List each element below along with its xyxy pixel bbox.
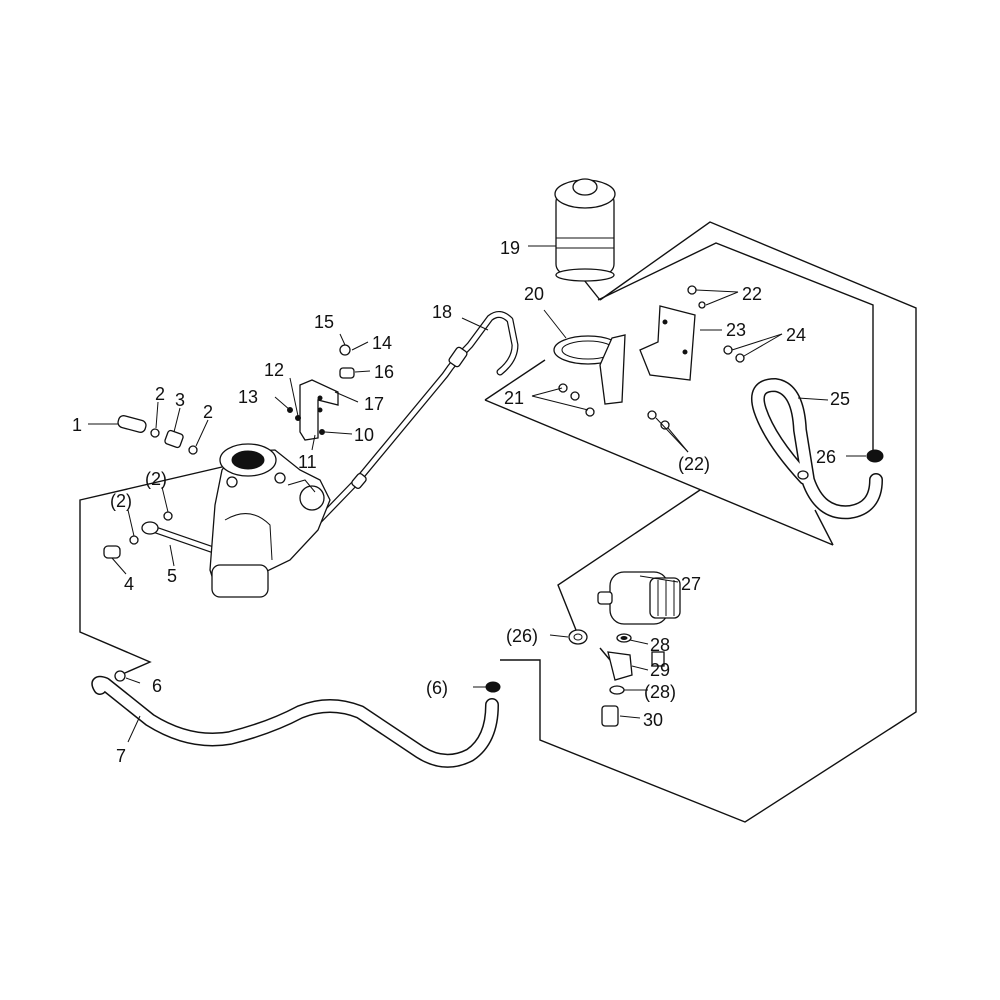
bracket-17 <box>287 344 355 441</box>
label-12: 12 <box>264 360 284 380</box>
label-21: 21 <box>504 388 524 408</box>
clamp-6b-icon <box>485 681 501 693</box>
steering-gear-box <box>209 443 331 598</box>
label-2a: 2 <box>155 384 165 404</box>
label-7: 7 <box>116 746 126 766</box>
mount-bracket-23 <box>639 285 745 430</box>
steering-pump-27 <box>597 571 681 625</box>
reservoir-holder-20 <box>553 334 626 417</box>
label-25: 25 <box>830 389 850 409</box>
label-16: 16 <box>374 362 394 382</box>
label-20: 20 <box>524 284 544 304</box>
label-6: 6 <box>152 676 162 696</box>
label-24: 24 <box>786 325 806 345</box>
label-17: 17 <box>364 394 384 414</box>
label-3: 3 <box>175 390 185 410</box>
routing-lines <box>79 221 917 823</box>
clamp-6-icon <box>114 670 126 682</box>
label-28: 28 <box>650 635 670 655</box>
return-hose-7 <box>91 675 499 768</box>
label-28b: (28) <box>644 682 676 702</box>
leader-lines <box>88 245 866 743</box>
label-26: 26 <box>816 447 836 467</box>
label-6b: (6) <box>426 678 448 698</box>
label-2d: (2) <box>110 491 132 511</box>
label-15: 15 <box>314 312 334 332</box>
label-1: 1 <box>72 415 82 435</box>
part-labels: 1 2 2 (2) (2) 3 4 5 6 (6) 7 10 11 12 13 … <box>72 238 850 766</box>
label-14: 14 <box>372 333 392 353</box>
clamp-25-icon <box>797 470 809 480</box>
suction-hose-25 <box>750 378 883 520</box>
label-11: 11 <box>298 452 317 472</box>
label-23: 23 <box>726 320 746 340</box>
label-27: 27 <box>681 574 701 594</box>
label-18: 18 <box>432 302 452 322</box>
label-5: 5 <box>167 566 177 586</box>
clamp-26-icon <box>866 449 884 463</box>
label-2b: 2 <box>203 402 213 422</box>
label-22b: (22) <box>678 454 710 474</box>
label-2c: (2) <box>145 469 167 489</box>
label-4: 4 <box>124 574 134 594</box>
inlet-fittings <box>103 415 198 559</box>
label-29: 29 <box>650 660 670 680</box>
label-19: 19 <box>500 238 520 258</box>
label-22: 22 <box>742 284 762 304</box>
pressure-pipe-18 <box>296 311 519 544</box>
label-10: 10 <box>354 425 374 445</box>
label-26b: (26) <box>506 626 538 646</box>
oil-reservoir-19 <box>554 178 616 282</box>
pump-fittings <box>568 629 665 727</box>
label-30: 30 <box>643 710 663 730</box>
label-13: 13 <box>238 387 258 407</box>
